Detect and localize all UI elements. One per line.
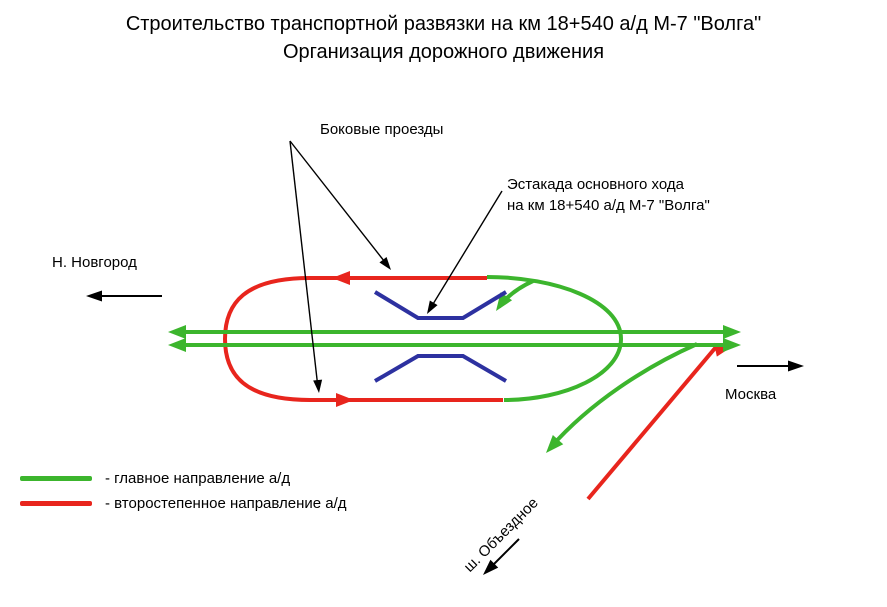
- pointer-lines: [289, 140, 503, 393]
- label-city-moscow: Москва: [725, 386, 777, 403]
- legend-swatch-secondary: [20, 501, 92, 506]
- exit-ramp-green: [546, 342, 698, 453]
- right-loop-green: [486, 275, 624, 402]
- direction-arrow-bypass: [483, 538, 520, 575]
- label-overpass-line2: на км 18+540 а/д М-7 "Волга": [507, 197, 710, 214]
- legend: - главное направление а/д - второстепенн…: [20, 466, 347, 516]
- overpass-top-edge: [373, 290, 508, 320]
- overpass-blue: [373, 290, 508, 383]
- label-overpass: Эстакада основного хода на км 18+540 а/д…: [507, 174, 710, 216]
- legend-label-main: - главное направление а/д: [105, 470, 291, 487]
- legend-item-secondary: - второстепенное направление а/д: [20, 491, 347, 516]
- direction-arrow-nnovgorod: [86, 290, 162, 302]
- legend-swatch-main: [20, 476, 92, 481]
- title-line-1: Строительство транспортной развязки на к…: [125, 13, 762, 35]
- label-city-nnovgorod: Н. Новгород: [52, 254, 137, 271]
- legend-label-secondary: - второстепенное направление а/д: [105, 495, 347, 512]
- legend-item-main: - главное направление а/д: [20, 466, 347, 491]
- page-title: Строительство транспортной развязки на к…: [0, 10, 887, 66]
- frontage-road-loop-red: [222, 271, 503, 407]
- main-road-green: [168, 325, 741, 352]
- direction-arrow-moscow: [737, 360, 804, 372]
- label-side-roads: Боковые проезды: [320, 121, 444, 138]
- title-line-2: Организация дорожного движения: [282, 41, 605, 63]
- label-overpass-line1: Эстакада основного хода: [507, 176, 684, 193]
- overpass-bottom-edge: [373, 354, 508, 383]
